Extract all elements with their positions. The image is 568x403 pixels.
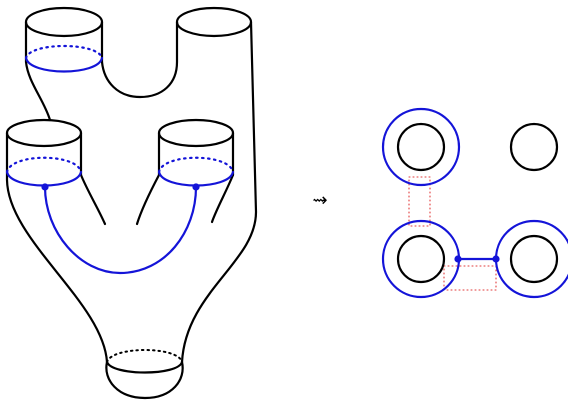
inner-stub-2 <box>135 173 161 226</box>
top-saddle <box>100 20 179 99</box>
arc-endpoint-right <box>192 183 200 191</box>
dual-path-vertical <box>408 176 431 227</box>
right-outer-edge <box>180 20 258 364</box>
surface-figure <box>5 6 258 400</box>
bottom-cuff <box>105 349 184 400</box>
vertex-bottom-left <box>381 219 461 299</box>
vertex-top-right <box>509 122 559 172</box>
vertex-top-left <box>381 107 461 187</box>
top-right-tube <box>175 6 253 38</box>
inner-stub-1 <box>79 173 107 226</box>
graph-figure <box>381 107 568 299</box>
left-connector-edge <box>24 60 52 122</box>
curve-mid-right <box>157 156 235 187</box>
inner-stub-3 <box>210 173 235 224</box>
mid-left-tube <box>5 118 83 177</box>
vertex-bottom-right <box>494 219 568 299</box>
curve-top-left <box>24 44 104 73</box>
arc-between-curves <box>43 185 198 275</box>
squiggly-arrow: ⇝ <box>312 190 328 211</box>
edge-endpoint-right <box>492 255 500 263</box>
top-left-tube <box>24 6 104 64</box>
dual-path-horizontal <box>443 265 497 291</box>
left-outer-edge <box>5 131 109 364</box>
curve-mid-left <box>5 156 83 187</box>
edge-endpoint-left <box>454 255 462 263</box>
arc-endpoint-left <box>41 183 49 191</box>
mid-right-tube <box>157 118 235 177</box>
